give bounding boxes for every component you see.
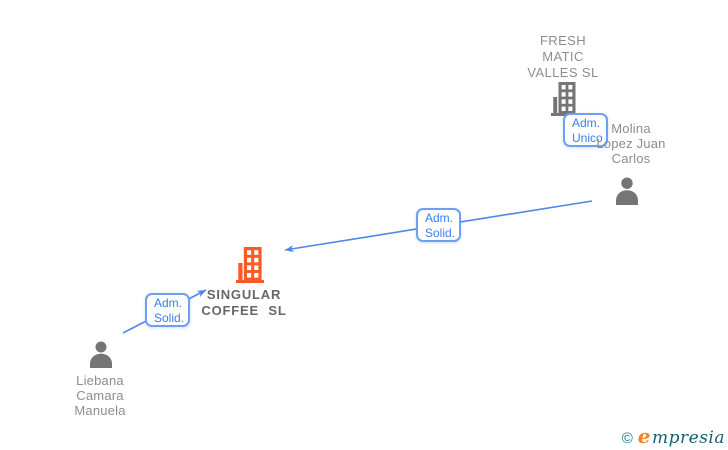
company-label-fresh-matic[interactable]: FRESH MATIC VALLES SL — [527, 33, 599, 80]
person-label-molina[interactable]: Molina Lopez Juan Carlos — [596, 121, 666, 166]
relation-box-adm-solid-liebana[interactable]: Adm. Solid. — [145, 293, 190, 327]
person-icon-molina[interactable] — [614, 177, 640, 205]
person-icon-liebana[interactable] — [88, 341, 114, 368]
company-label-singular[interactable]: SINGULAR COFFEE SL — [201, 287, 287, 318]
company-building-icon-singular[interactable] — [236, 247, 264, 283]
person-label-liebana[interactable]: Liebana Camara Manuela — [74, 373, 126, 418]
empresia-logo[interactable]: © empresia — [622, 424, 725, 448]
relation-box-adm-solid-molina[interactable]: Adm. Solid. — [416, 208, 461, 242]
relation-box-adm-unico[interactable]: Adm. Unico — [563, 113, 608, 147]
brand-initial: e — [637, 424, 651, 448]
copyright-icon: © — [621, 430, 633, 447]
brand-name: empresia — [638, 424, 725, 448]
brand-rest: mpresia — [652, 428, 725, 448]
company-building-icon-fresh-matic[interactable] — [551, 82, 578, 116]
